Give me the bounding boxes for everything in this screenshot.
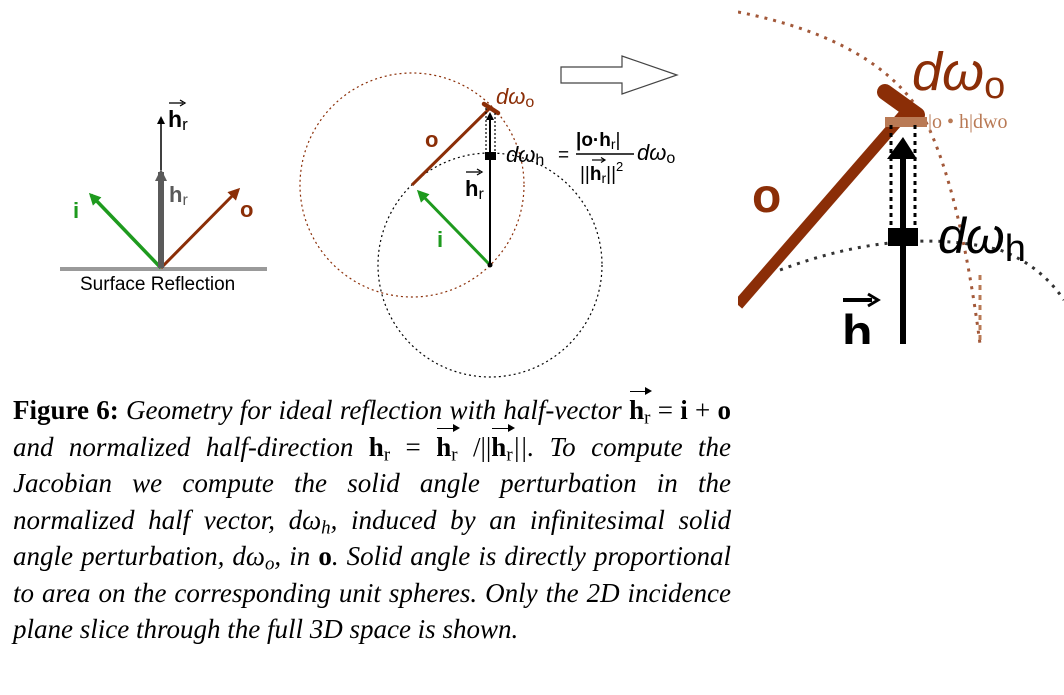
zoom-projection-bar — [885, 117, 927, 127]
i-vector-arrow — [416, 189, 492, 267]
i-label: i — [437, 227, 443, 252]
zoom-hr-label: h — [842, 305, 873, 361]
unit-sphere-o — [299, 72, 525, 298]
zoom-sphere-h-arc — [779, 239, 1064, 301]
zoom-o-label: o — [752, 170, 781, 223]
i-vector-arrow — [88, 192, 163, 270]
zoom-dwh-segment — [888, 228, 918, 246]
surface-reflection-label: Surface Reflection — [80, 274, 235, 295]
hr-vector-label: hr — [465, 168, 484, 203]
i-label: i — [73, 198, 79, 223]
unit-sphere-h — [377, 152, 603, 378]
o-label: o — [240, 197, 253, 222]
o-label: o — [425, 127, 438, 152]
figure-label: Figure 6: — [13, 395, 119, 425]
zoom-dwh-label: dωh — [938, 208, 1026, 270]
zoom-o-vector — [738, 109, 910, 309]
dwo-arc-segment — [481, 101, 501, 116]
svg-text:dωh: dωh — [506, 142, 544, 169]
hr-normalized-label: hr — [169, 182, 188, 209]
svg-text:dωo: dωo — [637, 140, 675, 167]
panel-half-vector-geometry: dωo o i hr dωh = |o·hr| ||hr||2 dωo — [299, 72, 675, 378]
zoom-hr-overarrow-head — [867, 292, 881, 308]
panel-zoom-detail: dωo |o • h|dwo o dωh h — [738, 10, 1064, 361]
zoom-block-arrow — [560, 55, 679, 95]
hr-vector-symbol: hr — [629, 387, 653, 429]
hr-vector-label: hr — [168, 99, 188, 134]
dwh-arc-segment — [485, 152, 496, 160]
zoom-sphere-o-arc — [738, 10, 982, 344]
origin-dot — [487, 262, 493, 268]
svg-text:|o·hr|: |o·hr| — [576, 130, 620, 152]
dwo-label: dωo — [496, 84, 534, 111]
svg-text:hr: hr — [168, 106, 188, 134]
figure-caption: Figure 6: Geometry for ideal reflection … — [13, 387, 731, 648]
jacobian-equation: dωh = |o·hr| ||hr||2 dωo — [506, 130, 675, 186]
svg-text:=: = — [558, 145, 569, 166]
o-vector-arrow — [159, 187, 241, 270]
zoom-dwo-segment — [877, 84, 925, 123]
figure-6-diagram: hr hr i o Surface Reflection dωo o i hr … — [60, 10, 1064, 378]
panel-surface-reflection: hr hr i o Surface Reflection — [60, 99, 267, 295]
svg-text:hr: hr — [465, 176, 484, 203]
zoom-projection-label: |o • h|dwo — [928, 111, 1007, 133]
svg-text:||hr||2: ||hr||2 — [580, 159, 623, 186]
o-vector-arrow — [410, 106, 492, 187]
zoom-dwo-label: dωo — [912, 42, 1005, 107]
